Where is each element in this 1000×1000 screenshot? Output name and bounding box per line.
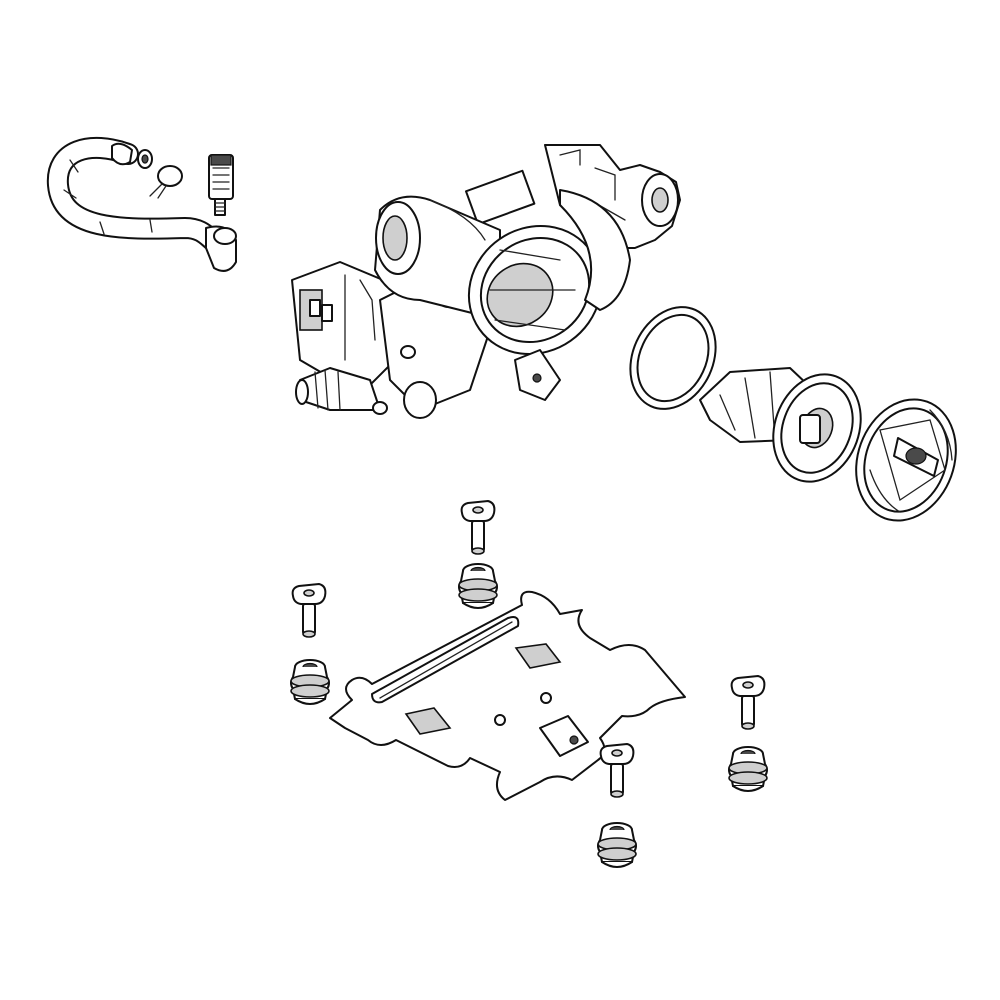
drain-hose[interactable]	[46, 136, 237, 272]
pump-filter[interactable]	[699, 362, 875, 494]
mounting-bracket[interactable]	[329, 590, 686, 801]
filter-cap[interactable]	[840, 385, 973, 534]
mounting-pin[interactable]	[291, 583, 327, 638]
filter-tab[interactable]	[208, 154, 234, 200]
filter-gasket[interactable]	[614, 293, 731, 423]
rubber-grommet[interactable]	[728, 746, 768, 792]
rubber-grommet[interactable]	[290, 659, 330, 705]
mounting-pin[interactable]	[599, 743, 635, 798]
hose-clamp[interactable]	[149, 165, 183, 199]
mounting-pin[interactable]	[460, 500, 496, 555]
hose-coupler[interactable]	[214, 198, 226, 216]
mounting-pin[interactable]	[730, 675, 766, 730]
rubber-grommet[interactable]	[458, 563, 498, 609]
rubber-grommet[interactable]	[597, 822, 637, 868]
drain-pump-assembly[interactable]	[291, 189, 631, 419]
